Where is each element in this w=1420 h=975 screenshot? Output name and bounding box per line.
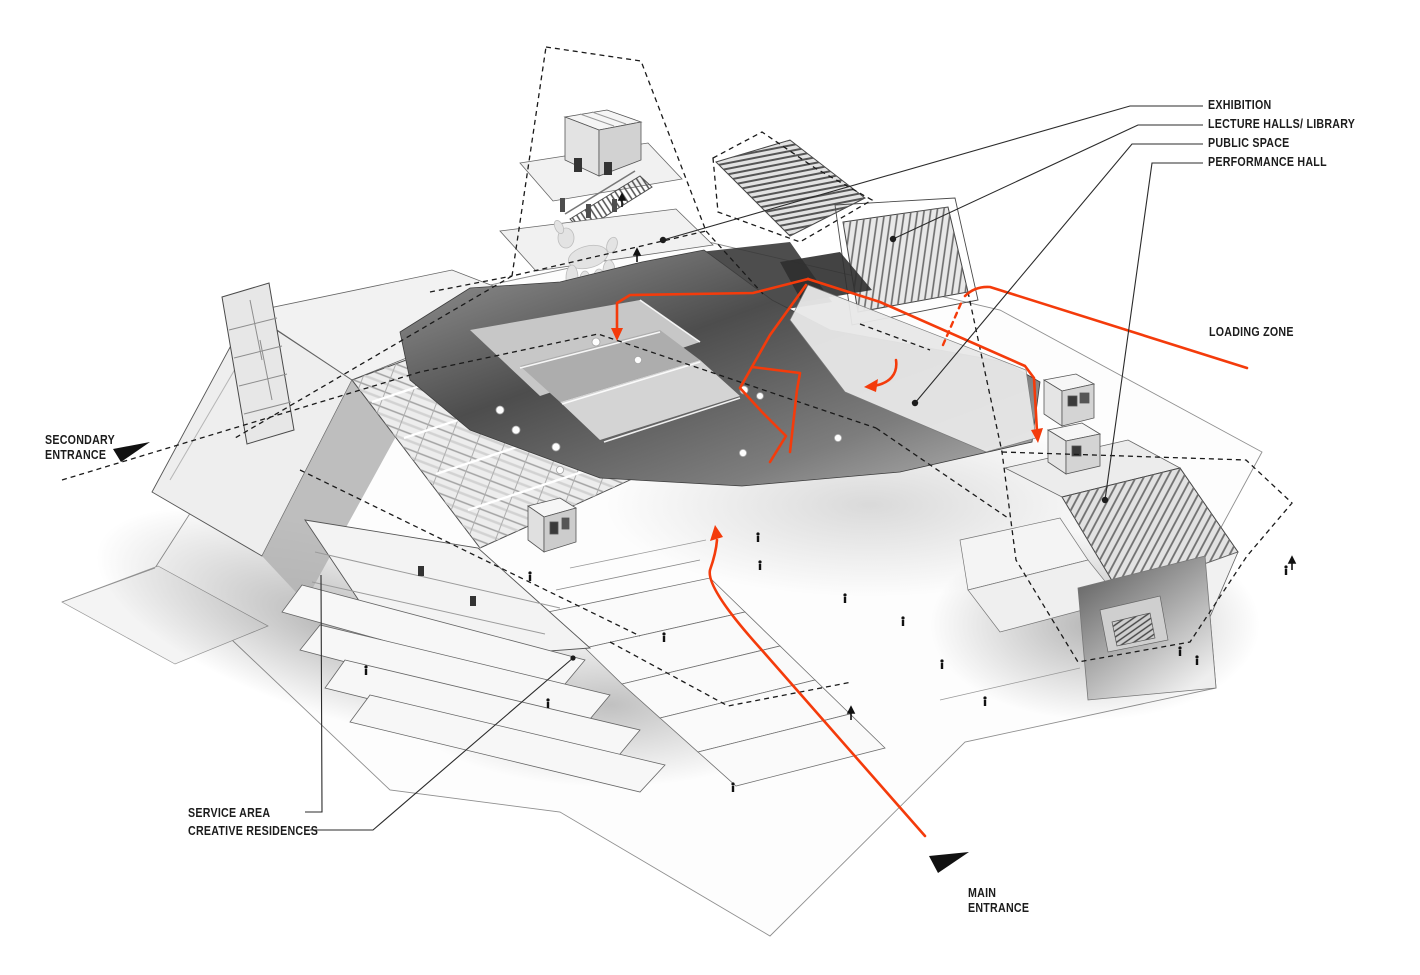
leader-service-area — [305, 574, 323, 813]
interior-zigzag-route — [738, 283, 808, 464]
label-creative-residences: CREATIVE RESIDENCES — [188, 823, 319, 838]
leader-dots — [570, 235, 1109, 661]
plaza-steps — [547, 539, 1081, 787]
leader-performance-hall — [1104, 162, 1203, 501]
right-box-model — [1042, 373, 1102, 475]
label-secondary-entrance: SECONDARY ENTRANCE — [45, 432, 115, 462]
interior-stair-route — [750, 365, 802, 454]
leader-public-space — [914, 143, 1203, 404]
human-figures — [364, 532, 1288, 792]
leader-exhibition — [662, 105, 1203, 241]
right-gallery-route — [806, 277, 1039, 434]
label-secondary-entrance-line2: ENTRANCE — [45, 447, 107, 462]
exhibition-plate-lower — [499, 208, 714, 272]
label-main-entrance-line1: MAIN — [968, 885, 997, 900]
label-lecture-halls-library: LECTURE HALLS/ LIBRARY — [1208, 116, 1356, 131]
leader-creative-residences — [310, 657, 574, 831]
gallery-band — [789, 284, 1037, 453]
leader-lines — [305, 105, 1203, 831]
label-performance-hall: PERFORMANCE HALL — [1208, 154, 1327, 169]
secondary-entrance-arrow-icon — [113, 442, 150, 462]
public-space-canyon — [399, 249, 1041, 487]
label-secondary-entrance-line1: SECONDARY — [45, 432, 115, 447]
direction-up-arrows — [617, 192, 1297, 720]
label-public-space: PUBLIC SPACE — [1208, 135, 1290, 150]
circulation-routes — [615, 277, 1249, 838]
terrace-slabs — [281, 584, 666, 793]
label-exhibition: EXHIBITION — [1208, 97, 1272, 112]
label-service-area: SERVICE AREA — [188, 805, 271, 820]
circulation-arrowheads — [611, 328, 1043, 541]
exploded-projection-outlines — [61, 46, 1293, 707]
loading-zone-route — [963, 285, 1249, 370]
deck-people — [495, 337, 843, 474]
leader-lecture-halls — [892, 124, 1203, 240]
residences-tower — [221, 282, 295, 445]
exhibition-box-model — [563, 109, 643, 177]
upper-gallery-route — [615, 277, 810, 332]
residences-shadow-wedge — [262, 380, 405, 602]
label-main-entrance: MAIN ENTRANCE — [968, 885, 1029, 915]
hook-route — [872, 358, 898, 388]
label-main-entrance-line2: ENTRANCE — [968, 900, 1030, 915]
main-entrance-route — [708, 538, 927, 838]
exhibition-ramp — [715, 139, 866, 237]
label-loading-zone: LOADING ZONE — [1209, 324, 1294, 339]
main-entrance-arrow-icon — [929, 852, 969, 873]
loading-zone-route-hidden — [941, 299, 964, 347]
